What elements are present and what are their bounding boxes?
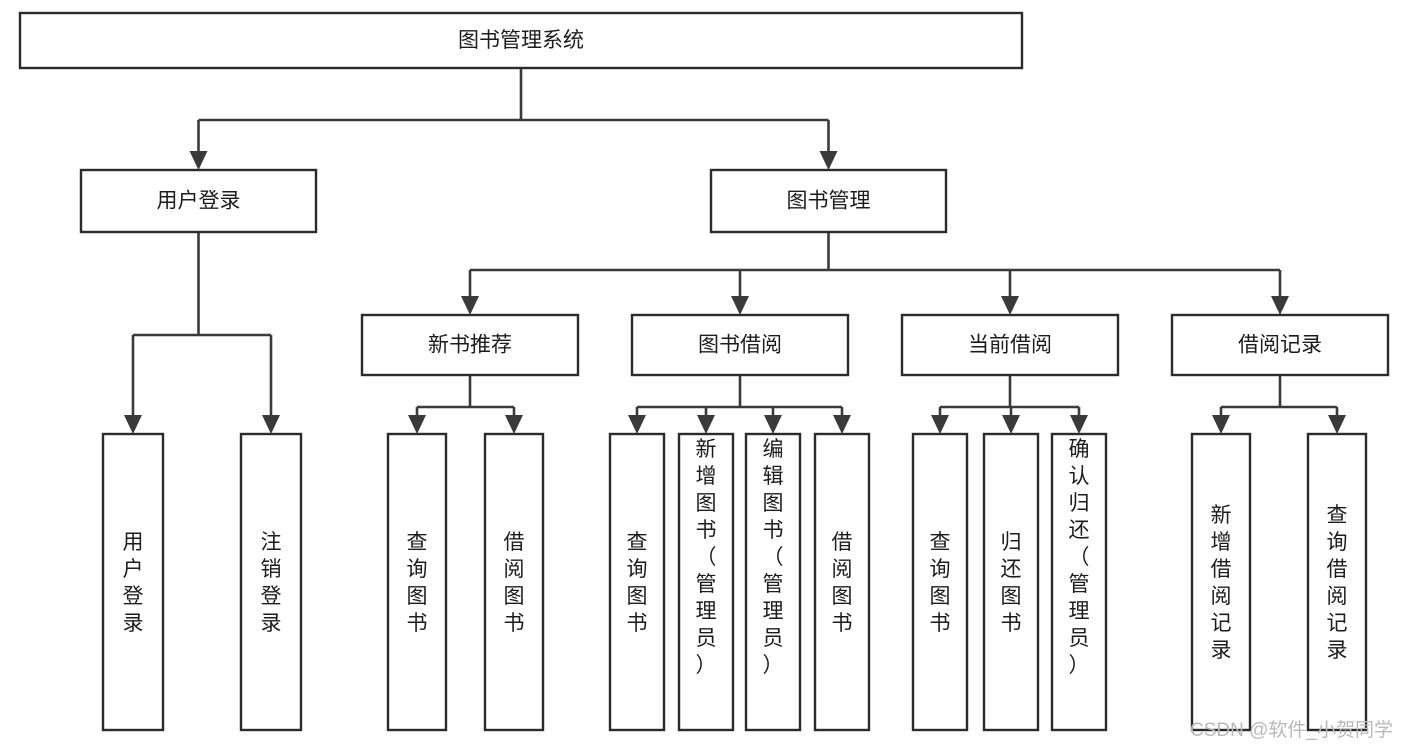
node-new-book-recommend[interactable]: 新书推荐 <box>360 313 580 377</box>
node-confirm-return-admin[interactable]: 确认归还（管理员） <box>1050 432 1108 732</box>
node-box-edit-book-admin[interactable] <box>744 432 802 732</box>
node-label-borrow-record: 借阅记录 <box>1238 334 1322 357</box>
node-box-root[interactable] <box>18 11 1024 70</box>
arrow-head-icon-user-logout <box>262 415 280 434</box>
arrow-head-icon-borrow-book-1 <box>505 415 523 434</box>
csdn-watermark: CSDN @软件_小贺同学 <box>1190 719 1393 741</box>
node-query-book-3[interactable]: 查询图书 <box>911 432 969 732</box>
node-box-book-borrow[interactable] <box>630 313 850 377</box>
node-box-borrow-book-2[interactable] <box>813 432 871 732</box>
arrow-head-icon-borrow-record <box>1271 296 1289 315</box>
node-box-borrow-book-1[interactable] <box>483 432 545 732</box>
node-label-borrow-book-1: 借阅图书 <box>504 531 525 635</box>
node-book-manage[interactable]: 图书管理 <box>709 168 948 234</box>
node-box-return-book[interactable] <box>982 432 1040 732</box>
node-label-query-book-3: 查询图书 <box>930 531 951 635</box>
node-box-add-borrow-record[interactable] <box>1190 432 1252 732</box>
arrow-head-icon-book-borrow <box>731 296 749 315</box>
node-user-logout[interactable]: 注销登录 <box>239 432 303 732</box>
node-add-borrow-record[interactable]: 新增借阅记录 <box>1190 432 1252 732</box>
node-box-user-logout[interactable] <box>239 432 303 732</box>
node-label-query-book-1: 查询图书 <box>407 531 428 635</box>
node-label-borrow-book-2: 借阅图书 <box>832 531 853 635</box>
arrow-head-icon-add-borrow-record <box>1212 415 1230 434</box>
arrow-head-icon-query-book-2 <box>628 415 646 434</box>
node-query-borrow-record[interactable]: 查询借阅记录 <box>1306 432 1368 732</box>
node-label-query-book-2: 查询图书 <box>627 531 648 635</box>
arrow-head-icon-user-login <box>189 151 208 170</box>
node-add-book-admin[interactable]: 新增图书（管理员） <box>677 432 735 732</box>
node-label-new-book-recommend: 新书推荐 <box>428 334 512 357</box>
node-label-root: 图书管理系统 <box>458 29 584 52</box>
node-label-return-book: 归还图书 <box>1001 531 1022 635</box>
node-box-query-book-3[interactable] <box>911 432 969 732</box>
node-layer: 图书管理系统用户登录用户登录注销登录图书管理新书推荐查询图书借阅图书图书借阅查询… <box>18 11 1390 732</box>
node-current-borrow[interactable]: 当前借阅 <box>900 313 1120 377</box>
node-label-current-borrow: 当前借阅 <box>968 334 1052 357</box>
connector-layer <box>124 68 1346 434</box>
node-box-confirm-return-admin[interactable] <box>1050 432 1108 732</box>
node-root[interactable]: 图书管理系统 <box>18 11 1024 70</box>
node-box-user-login-do[interactable] <box>101 432 165 732</box>
node-borrow-book-1[interactable]: 借阅图书 <box>483 432 545 732</box>
node-user-login-do[interactable]: 用户登录 <box>101 432 165 732</box>
node-box-query-book-1[interactable] <box>386 432 448 732</box>
node-box-new-book-recommend[interactable] <box>360 313 580 377</box>
node-label-user-logout: 注销登录 <box>261 531 282 635</box>
node-book-borrow[interactable]: 图书借阅 <box>630 313 850 377</box>
arrow-head-icon-current-borrow <box>1001 296 1019 315</box>
node-box-book-manage[interactable] <box>709 168 948 234</box>
node-borrow-book-2[interactable]: 借阅图书 <box>813 432 871 732</box>
arrow-head-icon-new-book-recommend <box>461 296 479 315</box>
arrow-head-icon-book-manage <box>819 151 838 170</box>
node-box-query-borrow-record[interactable] <box>1306 432 1368 732</box>
node-label-add-book-admin: 新增图书（管理员） <box>696 438 717 677</box>
node-box-query-book-2[interactable] <box>608 432 666 732</box>
node-box-add-book-admin[interactable] <box>677 432 735 732</box>
node-edit-book-admin[interactable]: 编辑图书（管理员） <box>744 432 802 732</box>
arrow-head-icon-query-borrow-record <box>1328 415 1346 434</box>
node-label-book-manage: 图书管理 <box>787 190 871 213</box>
arrow-head-icon-edit-book-admin <box>764 415 782 434</box>
node-label-user-login: 用户登录 <box>157 190 241 213</box>
arrow-head-icon-add-book-admin <box>697 415 715 434</box>
node-label-add-borrow-record: 新增借阅记录 <box>1211 504 1232 662</box>
arrow-head-icon-return-book <box>1002 415 1020 434</box>
node-borrow-record[interactable]: 借阅记录 <box>1170 313 1390 377</box>
node-box-user-login[interactable] <box>79 168 318 234</box>
node-label-query-borrow-record: 查询借阅记录 <box>1327 504 1348 662</box>
node-label-user-login-do: 用户登录 <box>123 531 144 635</box>
node-label-confirm-return-admin: 确认归还（管理员） <box>1069 438 1090 677</box>
node-query-book-1[interactable]: 查询图书 <box>386 432 448 732</box>
arrow-head-icon-query-book-1 <box>408 415 426 434</box>
arrow-head-icon-borrow-book-2 <box>833 415 851 434</box>
node-label-edit-book-admin: 编辑图书（管理员） <box>763 438 784 677</box>
node-user-login[interactable]: 用户登录 <box>79 168 318 234</box>
arrow-head-icon-user-login-do <box>124 415 142 434</box>
node-label-book-borrow: 图书借阅 <box>698 334 782 357</box>
node-box-current-borrow[interactable] <box>900 313 1120 377</box>
arrow-head-icon-confirm-return-admin <box>1070 415 1088 434</box>
node-query-book-2[interactable]: 查询图书 <box>608 432 666 732</box>
node-return-book[interactable]: 归还图书 <box>982 432 1040 732</box>
node-box-borrow-record[interactable] <box>1170 313 1390 377</box>
arrow-head-icon-query-book-3 <box>931 415 949 434</box>
